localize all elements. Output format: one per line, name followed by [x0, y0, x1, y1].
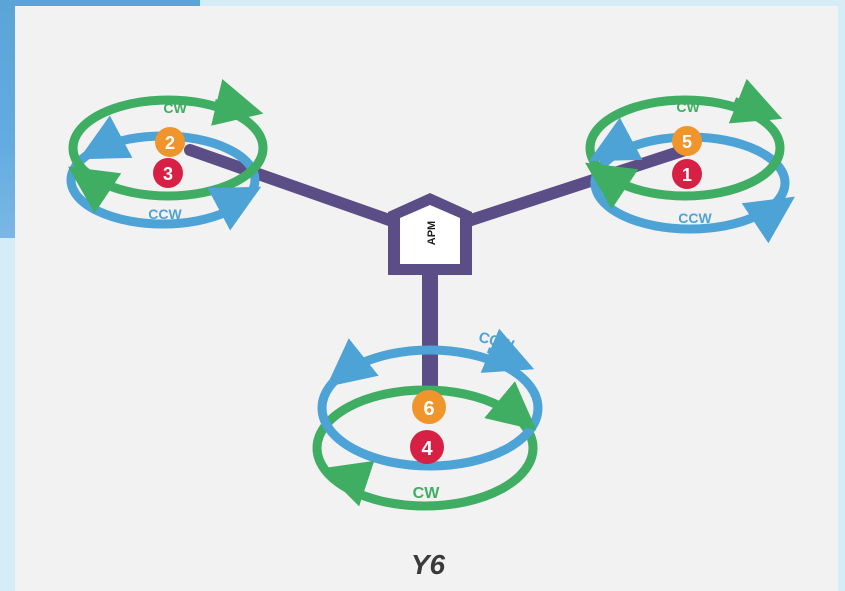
- motor-1-badge: [672, 159, 702, 189]
- bottom-cw-ring: [312, 385, 538, 511]
- diagram-canvas: CW CCW 2 3 CW CCW 5 1: [15, 6, 838, 591]
- motor-4-number: 4: [421, 438, 433, 460]
- apm-label: APM: [426, 221, 438, 245]
- motor-2-badge: [155, 127, 185, 157]
- right-arm: [459, 144, 691, 228]
- right-cw-label: CW: [676, 99, 700, 115]
- rotor-right: CW CCW 5 1: [585, 78, 795, 244]
- left-ccw-label: CCW: [148, 206, 182, 222]
- y6-frame-diagram: CW CCW 2 3 CW CCW 5 1: [66, 78, 795, 580]
- motor-1-number: 1: [682, 165, 692, 185]
- motor-4-badge: [410, 430, 444, 464]
- left-arm: [184, 144, 401, 228]
- motor-3-number: 3: [163, 164, 173, 184]
- diagram-title: Y6: [411, 549, 446, 580]
- motor-6-number: 6: [423, 398, 434, 420]
- motor-6-badge: [412, 390, 446, 424]
- right-ccw-label: CCW: [678, 210, 712, 226]
- motor-5-number: 5: [682, 132, 692, 152]
- left-cw-ring: [68, 95, 268, 201]
- motor-5-badge: [672, 126, 702, 156]
- bottom-ccw-ring: [317, 345, 543, 471]
- apm-controller: APM: [388, 193, 472, 275]
- motor-2-number: 2: [165, 133, 175, 153]
- rotor-left: CW CCW 2 3: [66, 79, 268, 231]
- motor-3-badge: [153, 158, 183, 188]
- bottom-cw-label: CW: [413, 485, 441, 502]
- rotor-bottom: CCW CW 6 4: [312, 328, 543, 511]
- left-cw-label: CW: [163, 100, 187, 116]
